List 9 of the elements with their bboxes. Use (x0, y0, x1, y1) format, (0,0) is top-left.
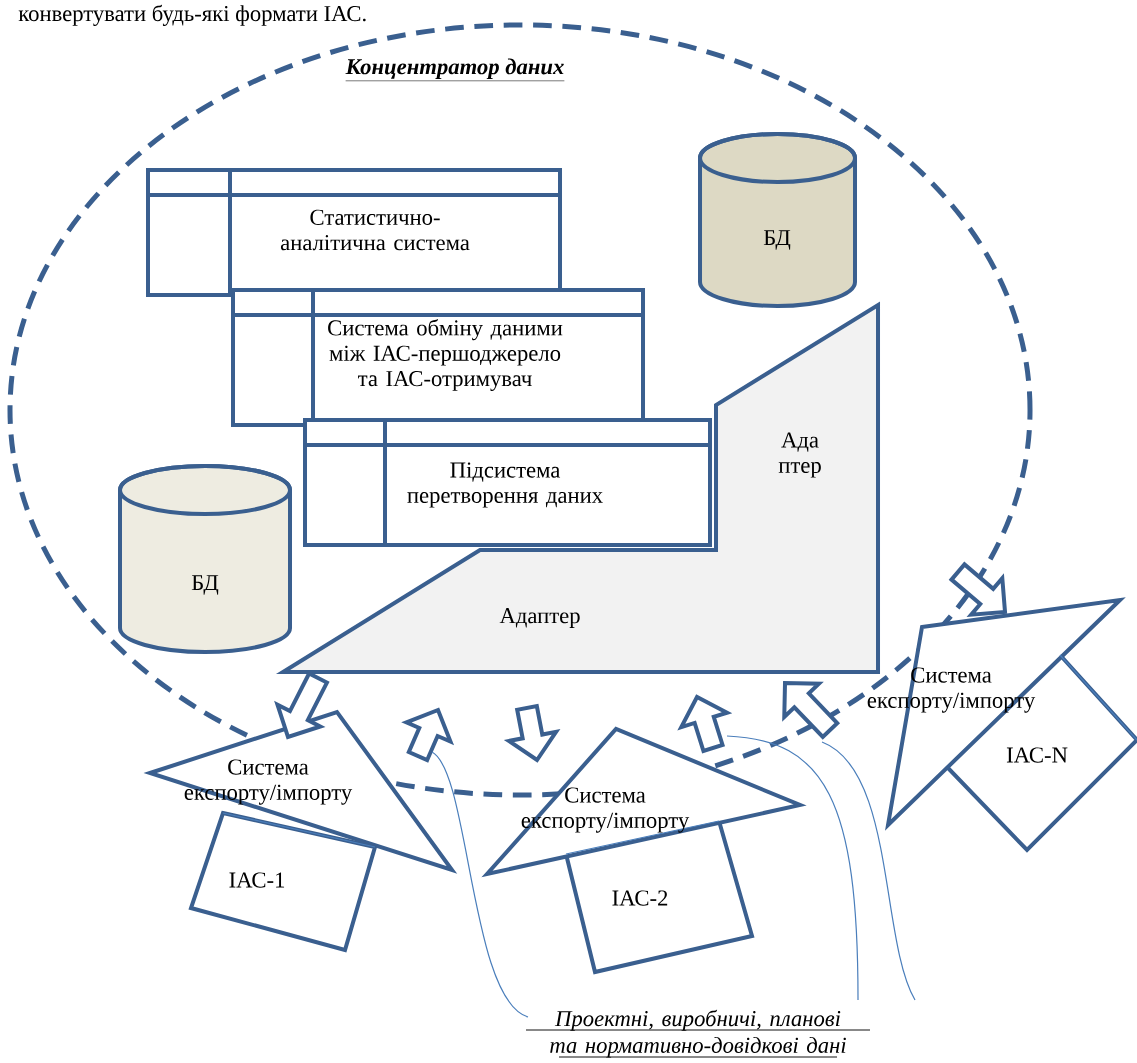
leader-line (726, 735, 859, 1001)
data-note: Проектні, виробничі, планові та нормативно-довідкові дані (525, 1009, 871, 1058)
database-cylinder: БД (118, 464, 292, 654)
window-box: Система обміну даними між ІАС-першоджерело та ІАС-отримувач (231, 288, 645, 427)
window-box: Підсистема перетворення даних (303, 418, 712, 547)
leader-line (821, 741, 916, 1001)
leader-line (431, 751, 529, 1018)
database-cylinder: БД (698, 132, 857, 308)
window-box: Статистично-аналітична система (146, 168, 562, 297)
